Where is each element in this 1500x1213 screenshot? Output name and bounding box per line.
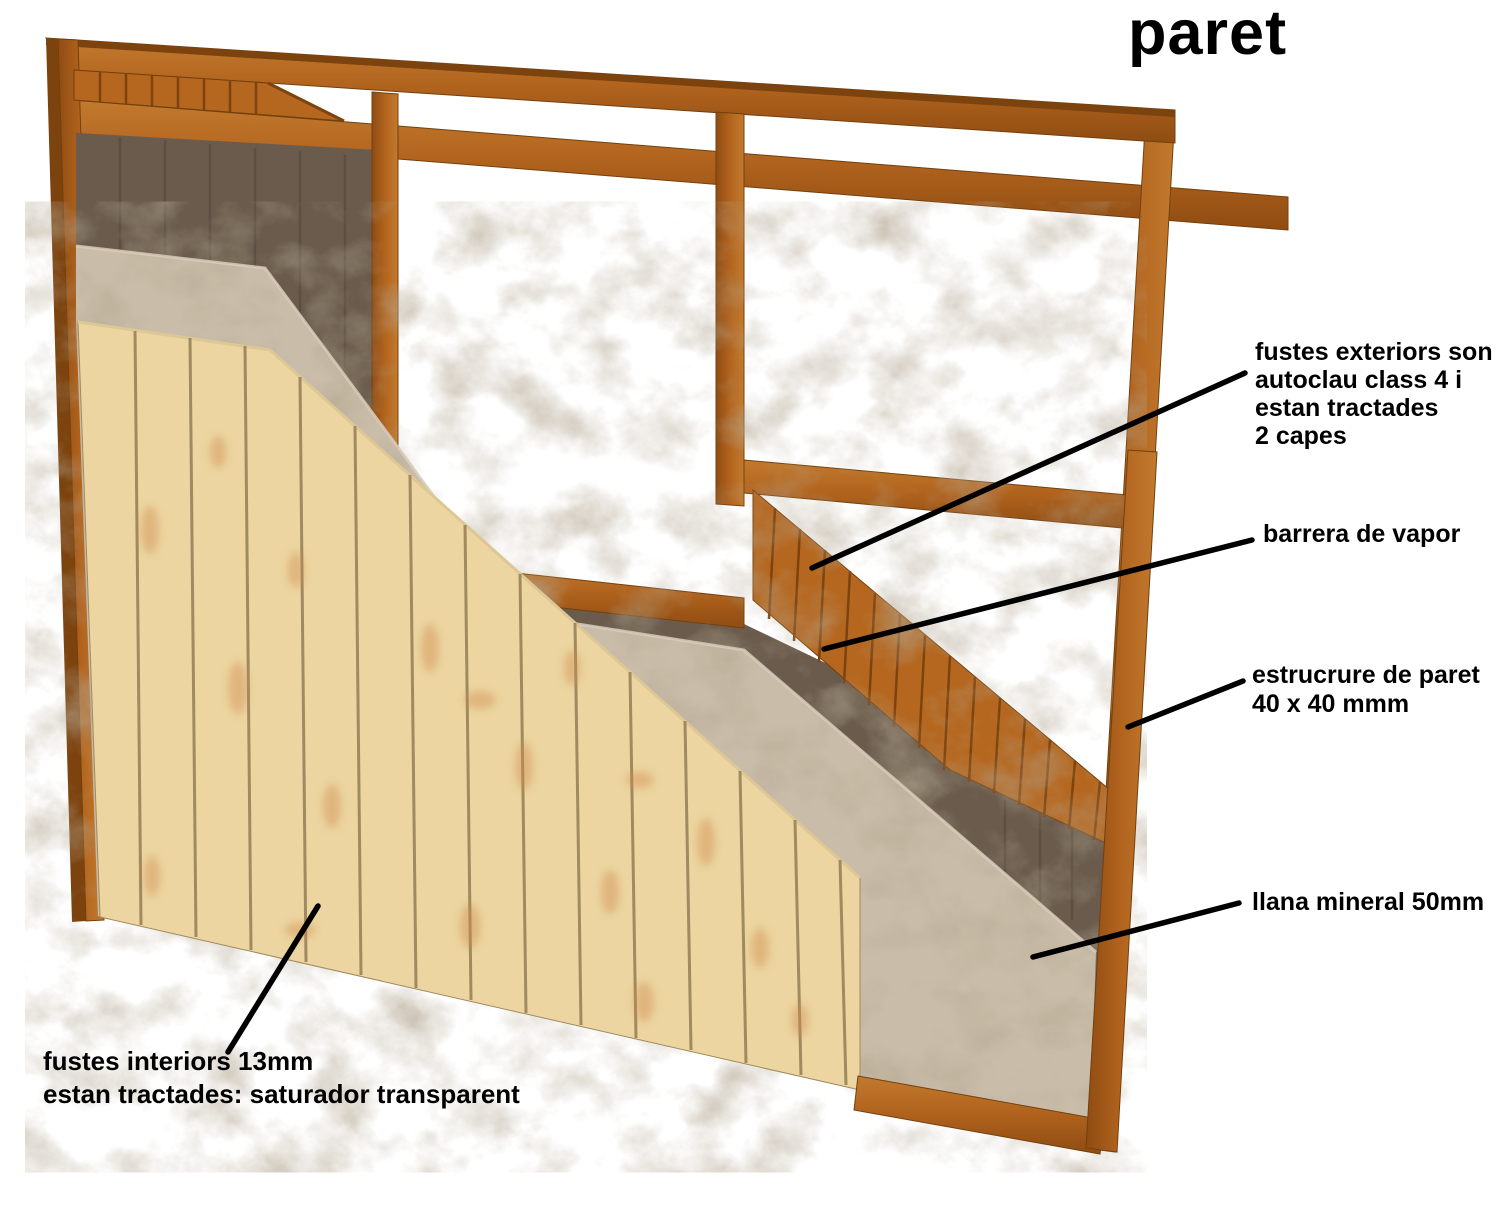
exterior-cladding-top: [73, 69, 345, 123]
label-line: estan tractades: saturador transparent: [43, 1079, 520, 1109]
frame-bottom-rail: [853, 1075, 1105, 1155]
label-exterior-cladding: fustes exteriors son autoclau class 4 i …: [1255, 338, 1493, 450]
label-line: fustes exteriors son: [1255, 338, 1493, 366]
frame-right-post-lower: [1085, 449, 1158, 1153]
annotation-lines: [225, 370, 1255, 1055]
line-to-mineral-wool: [1030, 900, 1242, 960]
interior-cladding-panel: [77, 320, 862, 1091]
label-vapor-barrier: barrera de vapor: [1263, 520, 1460, 548]
label-line: 40 x 40 mmm: [1252, 690, 1410, 718]
label-wall-structure: estrucrure de paret 40 x 40 mmm: [1252, 661, 1480, 719]
frame-mid-rail-right: [743, 459, 1151, 531]
line-to-interior-cladding: [225, 903, 321, 1055]
page-title: paret: [1128, 0, 1288, 68]
wall-frame-bay: [853, 449, 1158, 1155]
line-to-vapor-barrier: [821, 537, 1255, 652]
label-line: 2 capes: [1255, 422, 1347, 450]
label-mineral-wool: llana mineral 50mm: [1252, 888, 1484, 916]
exterior-cladding-band: [752, 488, 1111, 846]
label-line: estrucrure de paret: [1252, 661, 1480, 689]
line-to-wall-structure: [1125, 678, 1246, 730]
label-line: estan tractades: [1255, 394, 1439, 422]
wood-knots: [141, 436, 808, 1036]
frame-cap-beam-top-edge: [46, 38, 1175, 117]
line-to-exterior-cladding: [809, 370, 1248, 571]
vapor-barrier-layer: [76, 133, 1112, 1012]
label-line: llana mineral 50mm: [1252, 888, 1485, 916]
label-line: barrera de vapor: [1263, 520, 1461, 548]
label-line: fustes interiors 13mm: [43, 1046, 314, 1076]
label-line: autoclau class 4 i: [1255, 366, 1463, 394]
frame-mid-post-right: [715, 111, 745, 507]
frame-left-post-edge: [46, 38, 86, 922]
label-interior-cladding: fustes interiors 13mm estan tractades: s…: [43, 1045, 520, 1111]
